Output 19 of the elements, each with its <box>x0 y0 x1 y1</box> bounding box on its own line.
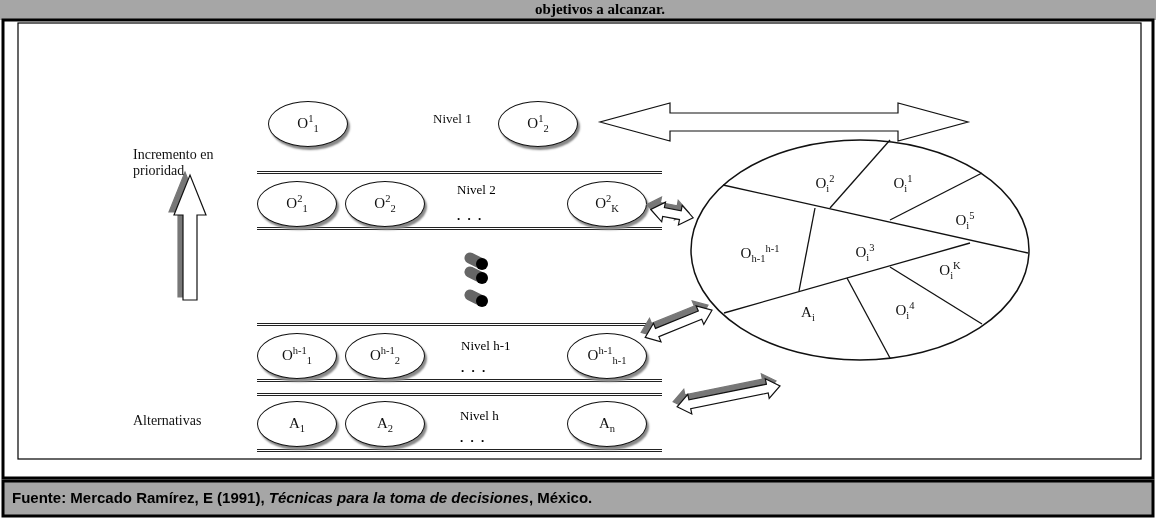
ellipsis-text: . . . <box>457 208 484 224</box>
source-caption: Fuente: Mercado Ramírez, E (1991), Técnicas para la toma de decisiones, México. <box>12 489 593 506</box>
slice-label: A$_{i}$ <box>801 303 815 321</box>
double-arrow <box>644 305 713 343</box>
level-label: Nivel h-1 <box>461 338 511 354</box>
level-band <box>257 323 662 382</box>
pie-circle <box>690 139 1030 361</box>
ellipsis-text: . . . <box>460 430 487 446</box>
text-label: Alternativas <box>133 413 203 429</box>
level-band <box>257 393 662 452</box>
title: objetivos a alcanzar. <box>534 1 666 18</box>
level-label: Nivel 2 <box>457 182 496 198</box>
text-label: Incremento en prioridad <box>133 147 215 179</box>
level-label: Nivel h <box>460 408 499 424</box>
double-arrow <box>649 201 695 227</box>
level-band <box>257 171 662 230</box>
double-arrow <box>676 377 781 416</box>
text-label: Nivel 1 <box>433 111 473 127</box>
ellipsis-text: . . . <box>461 360 488 376</box>
